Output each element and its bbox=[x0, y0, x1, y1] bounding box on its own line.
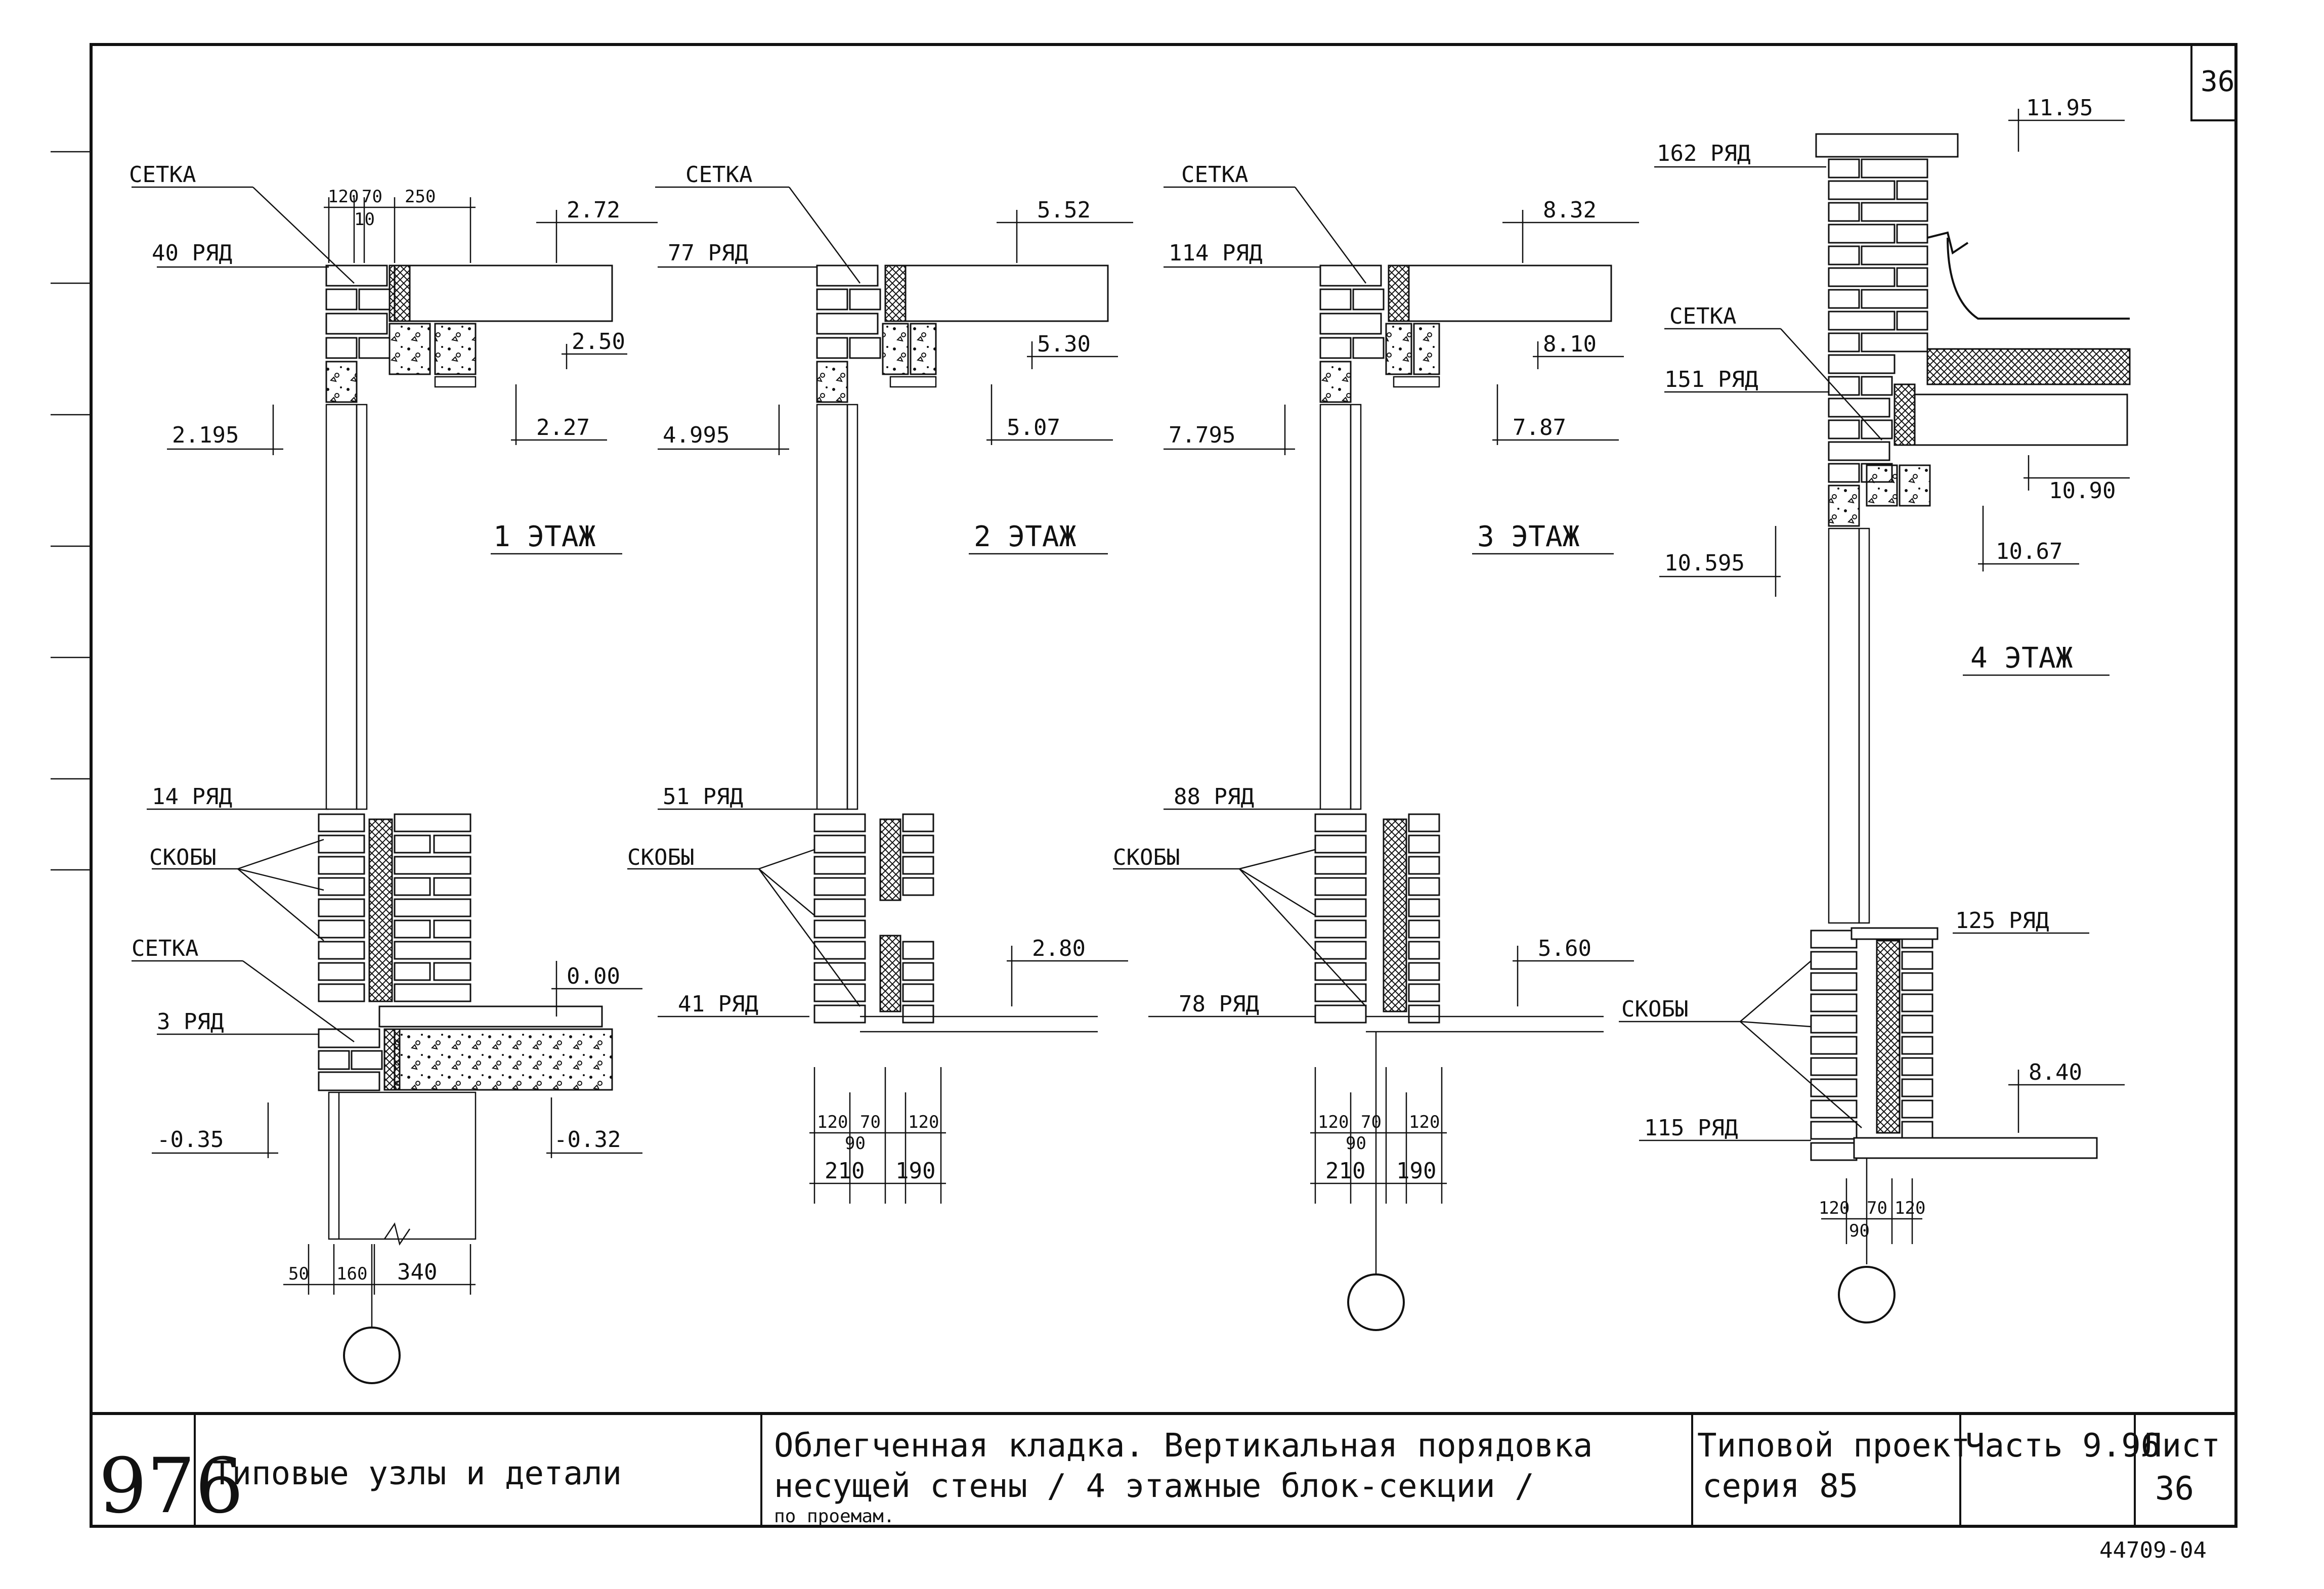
svg-text:70: 70 bbox=[362, 187, 382, 207]
svg-text:120: 120 bbox=[817, 1112, 848, 1132]
svg-text:120: 120 bbox=[1895, 1198, 1925, 1218]
svg-text:120: 120 bbox=[908, 1112, 939, 1132]
svg-text:70: 70 bbox=[1867, 1198, 1887, 1218]
svg-text:2.50: 2.50 bbox=[572, 329, 625, 355]
svg-text:340: 340 bbox=[397, 1259, 437, 1285]
sheet-label: Лист bbox=[2142, 1427, 2220, 1465]
svg-text:120: 120 bbox=[1409, 1112, 1440, 1132]
svg-text:2 ЭТАЖ: 2 ЭТАЖ bbox=[974, 520, 1077, 553]
svg-text:СЕТКА: СЕТКА bbox=[132, 936, 198, 961]
svg-text:4.995: 4.995 bbox=[663, 422, 729, 448]
svg-text:7.795: 7.795 bbox=[1169, 422, 1235, 448]
drawing-desc-1: Облегченная кладка. Вертикальная порядов… bbox=[774, 1427, 1593, 1465]
drawing-desc-3: по проемам. bbox=[774, 1506, 894, 1527]
svg-text:СЕТКА: СЕТКА bbox=[685, 162, 752, 188]
svg-text:3 РЯД: 3 РЯД bbox=[157, 1009, 224, 1035]
svg-text:2.72: 2.72 bbox=[567, 197, 620, 223]
svg-text:СКОБЫ: СКОБЫ bbox=[1113, 845, 1180, 870]
series-label: серия 85 bbox=[1702, 1468, 1858, 1505]
svg-text:90: 90 bbox=[1346, 1133, 1366, 1154]
svg-text:40 РЯД: 40 РЯД bbox=[152, 240, 232, 266]
svg-text:125 РЯД: 125 РЯД bbox=[1955, 908, 2049, 934]
svg-text:250: 250 bbox=[405, 187, 436, 207]
drawing-number: 976 bbox=[99, 1442, 243, 1530]
svg-text:190: 190 bbox=[1396, 1158, 1436, 1184]
svg-text:190: 190 bbox=[895, 1158, 935, 1184]
svg-text:-0.32: -0.32 bbox=[554, 1127, 621, 1153]
svg-text:0.00: 0.00 bbox=[567, 963, 620, 989]
svg-text:78 РЯД: 78 РЯД bbox=[1179, 991, 1259, 1017]
svg-text:4 ЭТАЖ: 4 ЭТАЖ bbox=[1970, 642, 2073, 675]
svg-text:7.87: 7.87 bbox=[1513, 415, 1566, 440]
sheet-number: 36 bbox=[2201, 65, 2234, 98]
drawing-name: Типовые узлы и детали bbox=[212, 1455, 622, 1492]
svg-text:2.27: 2.27 bbox=[536, 415, 590, 440]
svg-text:5.30: 5.30 bbox=[1037, 331, 1091, 357]
axis-marker bbox=[1347, 1273, 1405, 1331]
svg-text:5.52: 5.52 bbox=[1037, 197, 1091, 223]
svg-text:1 ЭТАЖ: 1 ЭТАЖ bbox=[493, 520, 596, 553]
svg-text:СКОБЫ: СКОБЫ bbox=[627, 845, 694, 870]
svg-text:88 РЯД: 88 РЯД bbox=[1174, 784, 1254, 810]
svg-text:СКОБЫ: СКОБЫ bbox=[149, 845, 216, 870]
svg-text:162 РЯД: 162 РЯД bbox=[1657, 141, 1750, 166]
sheet-value: 36 bbox=[2155, 1470, 2194, 1508]
axis-marker bbox=[1838, 1266, 1896, 1323]
section-floor-4: 11.95 162 РЯД СЕТКА 151 РЯД 10.90 10.67 … bbox=[1619, 95, 2131, 1323]
svg-text:11.95: 11.95 bbox=[2026, 95, 2093, 121]
svg-text:СЕТКА: СЕТКА bbox=[1181, 162, 1248, 188]
svg-text:8.32: 8.32 bbox=[1543, 197, 1597, 223]
svg-text:160: 160 bbox=[336, 1264, 367, 1284]
archive-stamp: 44709-04 bbox=[2099, 1537, 2207, 1563]
part-label: Часть 9.96 bbox=[1965, 1427, 2160, 1465]
svg-text:14 РЯД: 14 РЯД bbox=[152, 784, 232, 810]
svg-text:50: 50 bbox=[288, 1264, 309, 1284]
svg-text:5.60: 5.60 bbox=[1538, 936, 1591, 961]
svg-text:210: 210 bbox=[1325, 1158, 1365, 1184]
svg-text:10: 10 bbox=[354, 209, 375, 230]
svg-text:210: 210 bbox=[825, 1158, 865, 1184]
sheet-border bbox=[90, 43, 2237, 1528]
svg-text:151 РЯД: 151 РЯД bbox=[1664, 367, 1758, 392]
svg-text:77 РЯД: 77 РЯД bbox=[668, 240, 748, 266]
svg-text:70: 70 bbox=[1361, 1112, 1382, 1132]
svg-text:-0.35: -0.35 bbox=[157, 1127, 224, 1153]
svg-text:70: 70 bbox=[860, 1112, 881, 1132]
title-block: 976 Типовые узлы и детали Облегченная кл… bbox=[91, 1412, 2236, 1530]
svg-text:120: 120 bbox=[1318, 1112, 1349, 1132]
svg-text:СЕТКА: СЕТКА bbox=[1669, 303, 1736, 329]
svg-text:120: 120 bbox=[328, 187, 359, 207]
svg-text:2.195: 2.195 bbox=[172, 422, 239, 448]
svg-text:114 РЯД: 114 РЯД bbox=[1169, 240, 1262, 266]
svg-text:5.07: 5.07 bbox=[1007, 415, 1060, 440]
svg-text:8.10: 8.10 bbox=[1543, 331, 1597, 357]
svg-text:СЕТКА: СЕТКА bbox=[129, 162, 196, 188]
svg-text:СКОБЫ: СКОБЫ bbox=[1621, 996, 1688, 1022]
svg-text:90: 90 bbox=[845, 1133, 866, 1154]
svg-text:2.80: 2.80 bbox=[1032, 936, 1086, 961]
svg-text:120: 120 bbox=[1819, 1198, 1849, 1218]
svg-text:3 ЭТАЖ: 3 ЭТАЖ bbox=[1477, 520, 1580, 553]
svg-text:115 РЯД: 115 РЯД bbox=[1644, 1115, 1738, 1141]
axis-marker bbox=[343, 1327, 401, 1384]
svg-text:90: 90 bbox=[1849, 1221, 1870, 1241]
svg-text:51 РЯД: 51 РЯД bbox=[663, 784, 743, 810]
svg-text:10.595: 10.595 bbox=[1664, 550, 1745, 576]
section-floor-2: СЕТКА 77 РЯД 5.52 5.30 5.07 4.995 2 ЭТАЖ… bbox=[627, 162, 1133, 1204]
section-floor-3: СЕТКА 114 РЯД 8.32 8.10 7.87 7.795 3 ЭТА… bbox=[1113, 162, 1639, 1331]
svg-text:8.40: 8.40 bbox=[2029, 1060, 2082, 1085]
drawing-desc-2: несущей стены / 4 этажные блок-секции / bbox=[774, 1468, 1534, 1505]
project-label: Типовой проект bbox=[1697, 1427, 1970, 1465]
svg-text:10.90: 10.90 bbox=[2049, 478, 2116, 504]
section-floor-1: СЕТКА 120 70 250 10 40 РЯД 2.72 2.50 2.2… bbox=[129, 162, 658, 1384]
svg-text:10.67: 10.67 bbox=[1996, 539, 2062, 564]
sheet-number-box bbox=[2190, 43, 2237, 121]
svg-text:41 РЯД: 41 РЯД bbox=[678, 991, 758, 1017]
